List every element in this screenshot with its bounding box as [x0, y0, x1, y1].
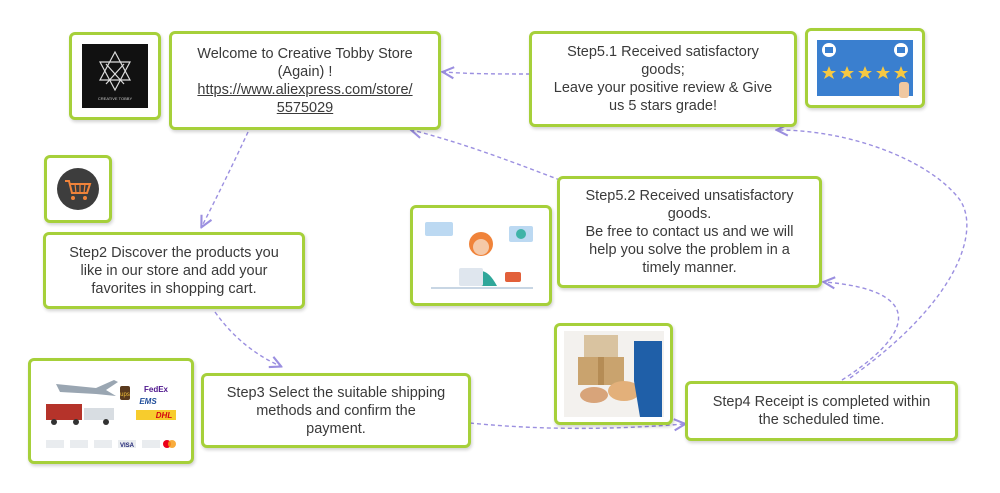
step3-line2: methods and confirm the	[256, 402, 416, 419]
step51-line4: us 5 stars grade!	[609, 98, 717, 114]
welcome-line1: Welcome to Creative Tobby Store	[197, 45, 413, 62]
shipping-carriers-icon: ups FedEx EMS DHL VISA	[46, 380, 176, 449]
package-delivery-icon	[563, 331, 664, 417]
step3-line3: payment.	[306, 420, 366, 437]
customer-service-image-box	[410, 205, 552, 306]
step52-line2: goods.	[667, 206, 712, 222]
arrow-step51-to-welcome	[444, 72, 531, 74]
step52-line5: timely manner.	[642, 260, 737, 276]
arrow-welcome-to-step2	[202, 131, 249, 226]
step3-line1: Step3 Select the suitable shipping	[226, 384, 446, 401]
welcome-line2: (Again) !	[277, 63, 333, 80]
dhl-text: DHL	[156, 411, 173, 420]
step4-line2: the scheduled time.	[758, 412, 885, 428]
fedex-text: FedEx	[144, 385, 169, 394]
store-logo-icon: CREATIVE TOBBY	[82, 44, 148, 108]
arrow-step4-to-step52	[825, 282, 900, 381]
five-stars-icon	[817, 40, 913, 98]
step3-box: Step3 Select the suitable shipping metho…	[201, 373, 471, 448]
step51-line3: Leave your positive review & Give	[553, 80, 773, 96]
customer-service-icon	[425, 221, 533, 289]
review-image-box	[805, 28, 925, 108]
step2-line2: like in our store and add your	[80, 262, 268, 279]
step2-box: Step2 Discover the products you like in …	[43, 232, 305, 309]
logo-brand-text: CREATIVE TOBBY	[98, 96, 133, 101]
step2-line1: Step2 Discover the products you	[69, 244, 279, 261]
step51-box: Step5.1 Received satisfactory goods; Lea…	[529, 31, 797, 127]
ems-text: EMS	[139, 397, 157, 406]
step52-line1: Step5.2 Received unsatisfactory	[585, 188, 794, 204]
step51-line1: Step5.1 Received satisfactory	[567, 44, 759, 60]
step4-box: Step4 Receipt is completed within the sc…	[685, 381, 958, 441]
step52-line3: Be free to contact us and we will	[585, 224, 794, 240]
welcome-box: Welcome to Creative Tobby Store (Again) …	[169, 31, 441, 130]
shipping-image-box: ups FedEx EMS DHL VISA	[28, 358, 194, 464]
step52-box: Step5.2 Received unsatisfactory goods. B…	[557, 176, 822, 288]
step2-line3: favorites in shopping cart.	[91, 280, 257, 297]
delivery-image-box	[554, 323, 673, 425]
arrow-step2-to-step3	[214, 311, 280, 366]
step4-line1: Step4 Receipt is completed within	[712, 394, 931, 410]
cart-image-box	[44, 155, 112, 223]
ups-text: ups	[120, 392, 130, 398]
shopping-cart-icon	[57, 168, 99, 210]
store-link-line2[interactable]: 5575029	[276, 99, 334, 116]
arrow-step52-to-welcome	[412, 130, 561, 181]
visa-text: VISA	[120, 443, 135, 449]
store-logo-box: CREATIVE TOBBY	[69, 32, 161, 120]
store-link-line1[interactable]: https://www.aliexpress.com/store/	[197, 81, 413, 98]
step52-line4: help you solve the problem in a	[589, 242, 790, 258]
step51-line2: goods;	[641, 62, 685, 78]
